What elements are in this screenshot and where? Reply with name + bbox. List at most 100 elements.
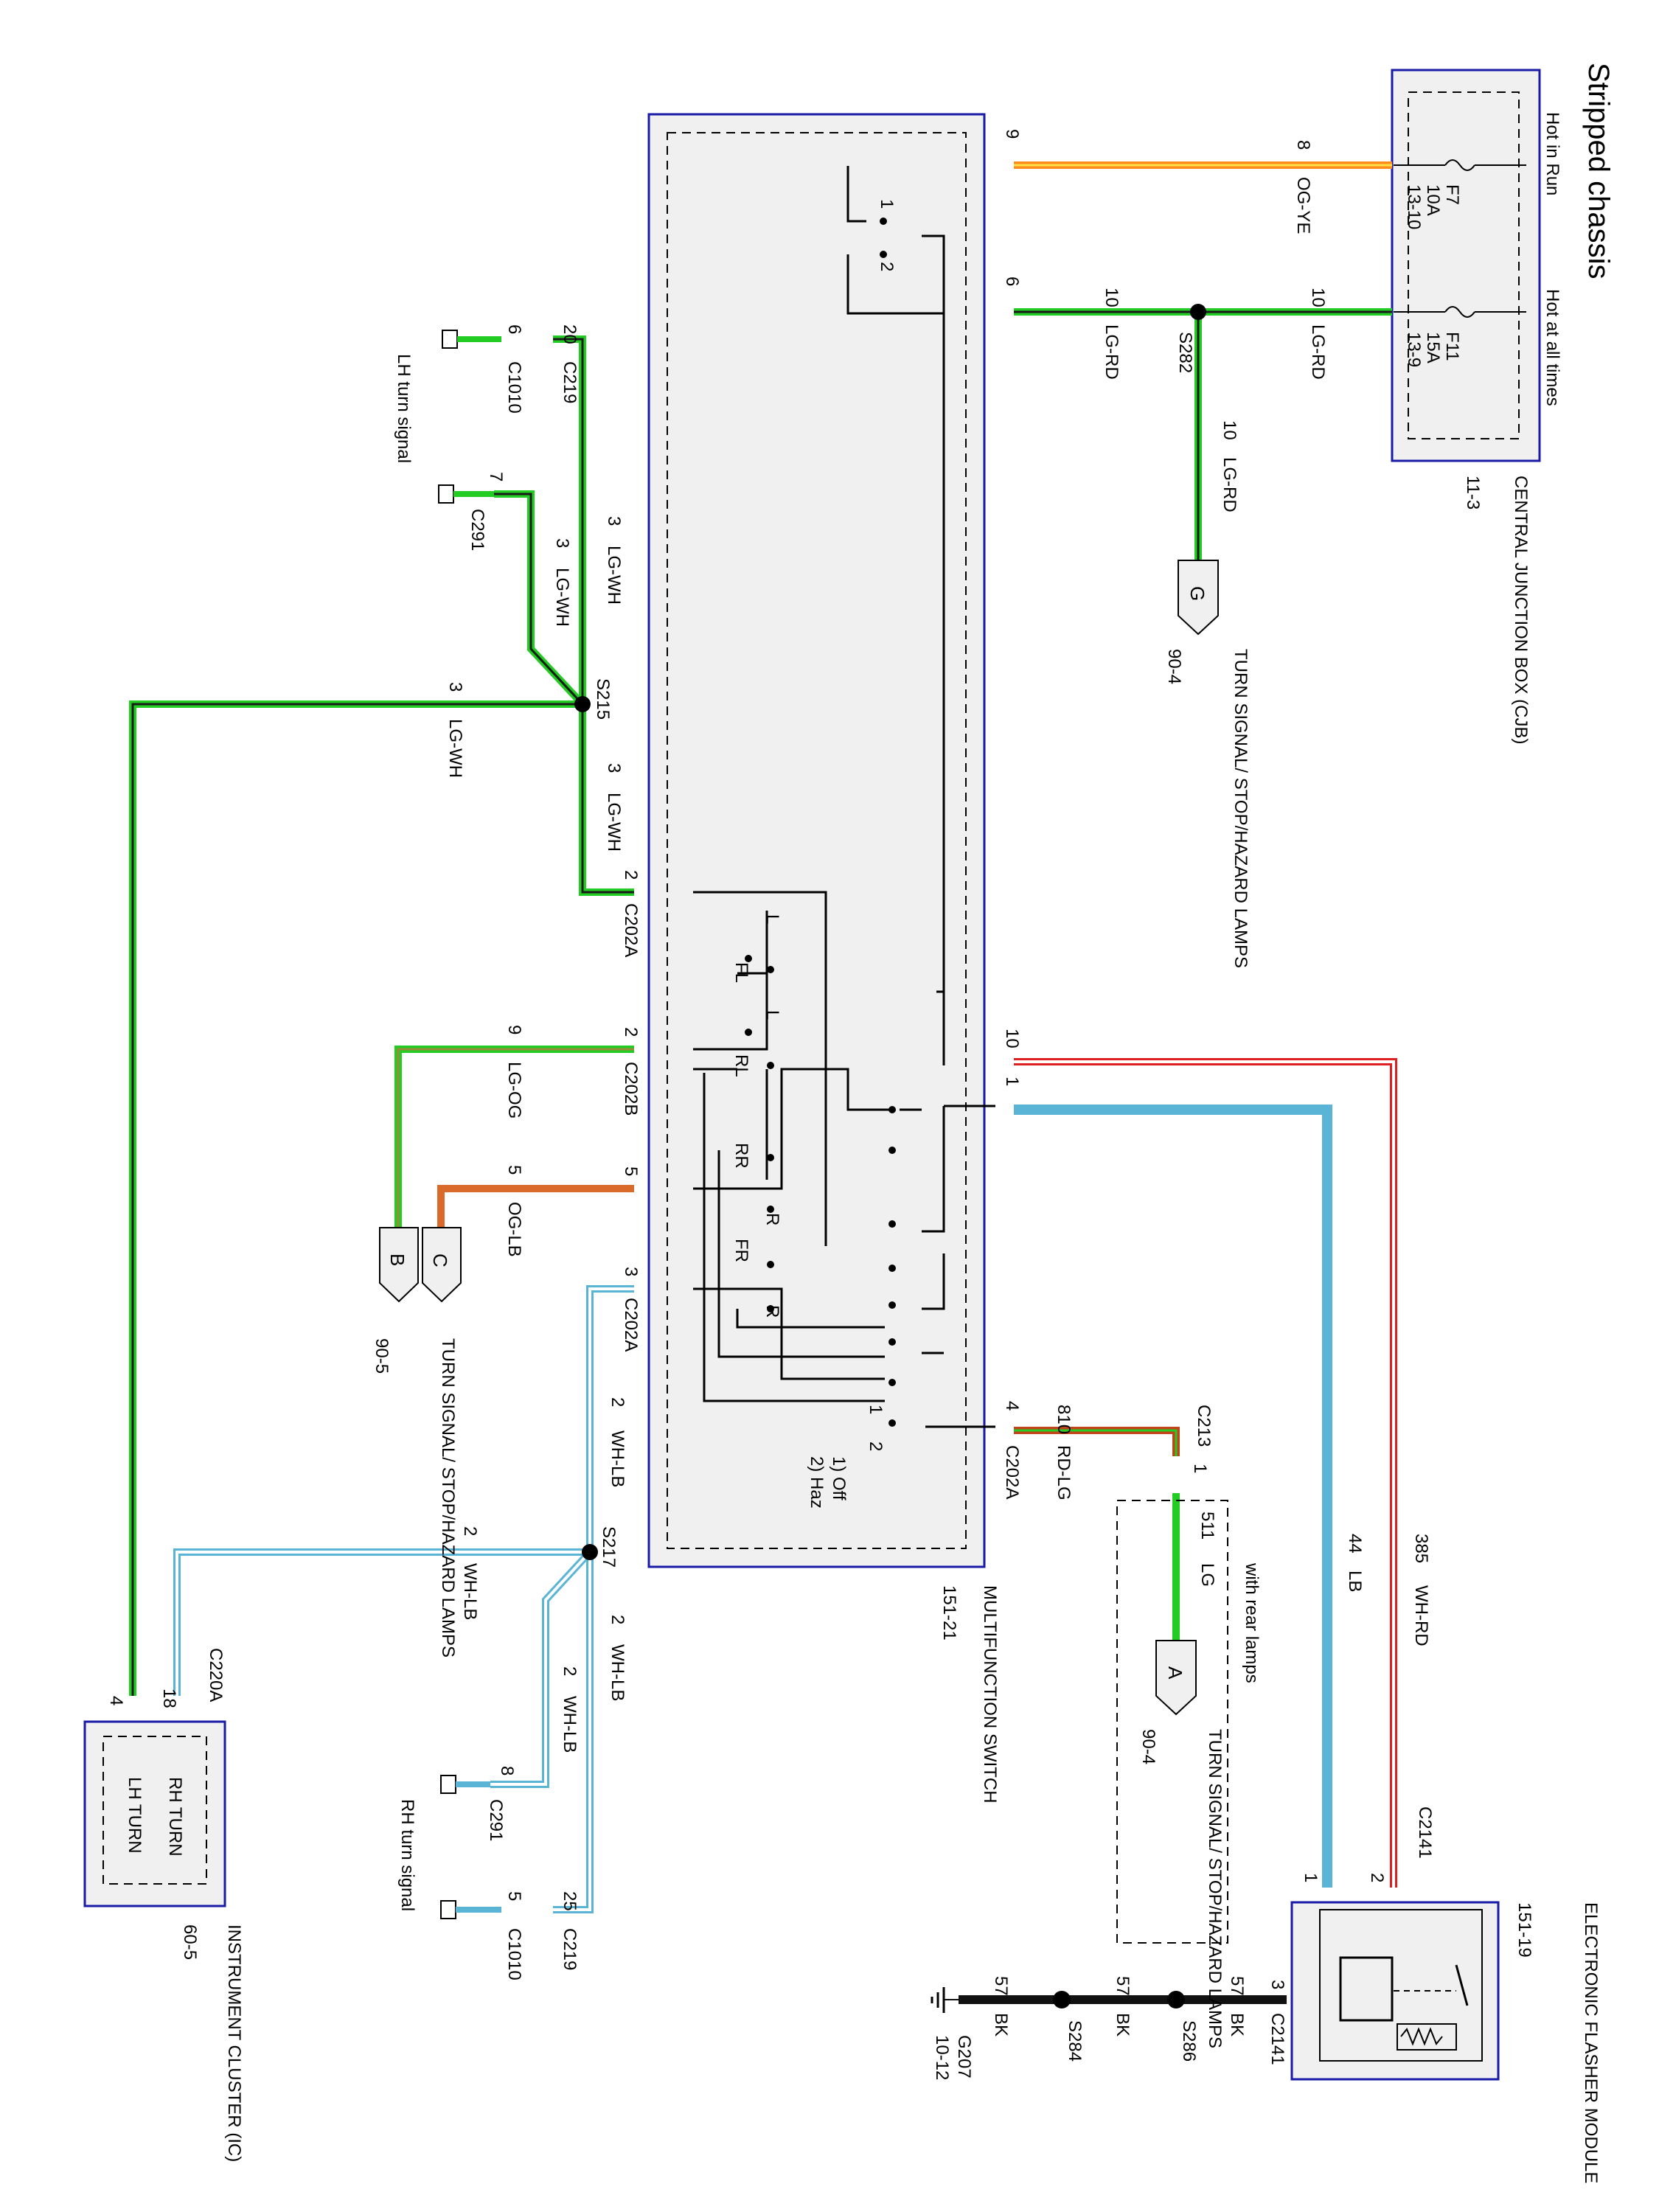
wire-og-lb: 5 OG-LB bbox=[437, 1165, 634, 1257]
switch-label-l2: L bbox=[762, 1010, 782, 1020]
lg-wh-c-circuit: 3 bbox=[445, 682, 465, 692]
c1010-top: C1010 bbox=[504, 361, 524, 414]
resistor-zigzag-icon bbox=[1400, 2027, 1443, 2046]
wh-rd-color: WH-RD bbox=[1411, 1585, 1431, 1646]
contact-top-1: 1 bbox=[877, 199, 897, 209]
resistor-icon bbox=[1397, 2023, 1457, 2051]
multifunction-switch: MULTIFUNCTION SWITCH 151-21 1) Off 2) Ha… bbox=[647, 113, 1000, 1804]
rh-turn-bottom-terminal-icon bbox=[440, 1900, 456, 1919]
rd-lg-circuit: 810 bbox=[1054, 1405, 1074, 1434]
wh-lb-c-color: WH-LB bbox=[608, 1644, 627, 1701]
pin-6: 6 bbox=[1002, 276, 1022, 286]
lb-color: LB bbox=[1345, 1571, 1365, 1592]
c213-pin: 1 bbox=[1190, 1464, 1210, 1473]
lamp-a-letter: A bbox=[1164, 1666, 1186, 1680]
lamp-ref-bc: B C TURN SIGNAL/ STOP/HAZARD LAMPS 90-5 bbox=[372, 1227, 462, 1658]
wire-lg-511: 511 LG with rear lamps bbox=[1116, 1493, 1262, 1944]
conn-c202a-top: C202A bbox=[621, 903, 641, 957]
instrument-cluster: RH TURN LH TURN INSTRUMENT CLUSTER (IC) … bbox=[83, 1720, 244, 2162]
lamp-ref-g: G TURN SIGNAL/ STOP/HAZARD LAMPS 90-4 bbox=[1164, 560, 1251, 968]
cluster-dashed-outline bbox=[102, 1736, 207, 1885]
lamp-a-name: TURN SIGNAL/ STOP/HAZARD LAMPS bbox=[1205, 1729, 1225, 2048]
c291-bot: C291 bbox=[486, 1799, 506, 1841]
lg-rd-a-circuit: 10 bbox=[1102, 288, 1121, 307]
switch-label-rl: RL bbox=[731, 1054, 751, 1077]
switch-label-l1: L bbox=[762, 914, 782, 924]
lg-og-circuit: 9 bbox=[504, 1025, 524, 1034]
pin-2b: 2 bbox=[621, 1027, 641, 1037]
lamp-bc-name: TURN SIGNAL/ STOP/HAZARD LAMPS bbox=[438, 1338, 458, 1658]
splice-s217: S217 bbox=[599, 1526, 619, 1568]
wh-lb-b-circuit: 2 bbox=[460, 1526, 480, 1536]
wire-wh-rd: 385 WH-RD bbox=[1014, 1058, 1431, 1888]
cluster-name: INSTRUMENT CLUSTER (IC) bbox=[224, 1924, 244, 2162]
mfs-outline bbox=[647, 113, 986, 1568]
switch-label-fl: FL bbox=[731, 962, 751, 983]
cjb-name-box bbox=[1261, 450, 1467, 509]
og-lb-circuit: 5 bbox=[504, 1165, 524, 1175]
c220a-pin18: 18 bbox=[159, 1688, 179, 1708]
splice-s215-dot bbox=[574, 696, 591, 712]
conn-c202a-right: C202A bbox=[1002, 1445, 1022, 1499]
f11-ref: 13-9 bbox=[1404, 332, 1424, 367]
c220a-pin4: 4 bbox=[106, 1696, 126, 1705]
fuse-f11-icon bbox=[1444, 306, 1475, 318]
lb-circuit: 44 bbox=[1345, 1534, 1365, 1554]
wire-lb: 44 LB bbox=[1014, 1105, 1365, 1888]
cjb-hot-all: Hot at all times bbox=[1543, 289, 1562, 406]
pin-5: 5 bbox=[621, 1166, 641, 1176]
bk-b-circuit: 57 bbox=[1113, 1976, 1133, 1996]
relay-coil-icon bbox=[1339, 1956, 1394, 2022]
c219-top: C219 bbox=[560, 361, 580, 403]
c2141-side: C2141 bbox=[1267, 2013, 1287, 2065]
cjb-hot-run: Hot in Run bbox=[1543, 112, 1562, 195]
c213: C213 bbox=[1194, 1405, 1214, 1447]
pin-1: 1 bbox=[1002, 1077, 1022, 1086]
lamp-g-flag-icon bbox=[1178, 560, 1219, 636]
c1010-top-pin: 6 bbox=[504, 324, 524, 334]
contact-bot-2: 2 bbox=[866, 1441, 886, 1451]
splice-s286: S286 bbox=[1179, 2020, 1199, 2062]
c2141-pin3: 3 bbox=[1267, 1980, 1287, 1989]
lamp-c-flag-icon bbox=[422, 1227, 462, 1303]
wire-bk: 57 BK 57 BK 57 BK S284 S286 G207 10-12 bbox=[931, 1976, 1287, 2080]
electronic-flasher-module: ELECTRONIC FLASHER MODULE 151-19 bbox=[1290, 1901, 1601, 2183]
f7-name: F7 bbox=[1442, 184, 1462, 205]
mfs-dashed-outline bbox=[667, 132, 967, 1549]
lg-rd-c-color: LG-RD bbox=[1220, 457, 1239, 512]
lg-511-circuit: 511 bbox=[1197, 1512, 1217, 1540]
wh-lb-a-color: WH-LB bbox=[608, 1430, 627, 1487]
f11-amp: 15A bbox=[1423, 332, 1443, 364]
rh-turn-signal: RH turn signal bbox=[397, 1799, 417, 1911]
lamp-a-ref: 90-4 bbox=[1138, 1729, 1158, 1764]
mfs-note2: 2) Haz bbox=[807, 1456, 827, 1509]
wh-rd-circuit: 385 bbox=[1411, 1534, 1431, 1563]
conn-c202a-bot: C202A bbox=[621, 1298, 641, 1352]
switch-label-r1: R bbox=[762, 1213, 782, 1225]
lamp-b-flag-icon bbox=[379, 1227, 419, 1303]
wire-wh-lb: S217 2 WH-LB 2 WH-LB 2 WH-LB 2 WH-LB bbox=[173, 1285, 634, 1913]
mfs-name: MULTIFUNCTION SWITCH bbox=[980, 1585, 1000, 1804]
splice-s215: S215 bbox=[593, 678, 613, 720]
c291-bot-pin: 8 bbox=[497, 1766, 517, 1775]
lamp-g-letter: G bbox=[1186, 586, 1208, 601]
lg-wh-d-color: LG-WH bbox=[604, 793, 624, 852]
cluster-lh: LH TURN bbox=[125, 1777, 145, 1854]
cluster-rh: RH TURN bbox=[165, 1777, 185, 1857]
c1010-bot-pin: 5 bbox=[504, 1891, 524, 1901]
wire-og-ye: 8 OG-YE bbox=[1014, 140, 1392, 234]
wire-lg-rd: 10 LG-RD 10 LG-RD 10 LG-RD S282 bbox=[1014, 288, 1392, 560]
c291-top: C291 bbox=[467, 509, 487, 551]
ground-ref: 10-12 bbox=[932, 2035, 952, 2080]
c219-top-pin: 20 bbox=[560, 324, 580, 344]
c220a: C220A bbox=[206, 1648, 226, 1702]
lg-rd-b-color: LG-RD bbox=[1308, 324, 1328, 380]
lg-rd-c-circuit: 10 bbox=[1220, 420, 1239, 440]
lamp-a-flag-icon bbox=[1155, 1640, 1197, 1716]
wh-lb-c-circuit: 2 bbox=[608, 1615, 627, 1624]
lh-turn-top-terminal-icon bbox=[442, 330, 458, 349]
pin-4: 4 bbox=[1002, 1401, 1022, 1411]
lg-wh-a-circuit: 3 bbox=[604, 516, 624, 526]
ground-name: G207 bbox=[954, 2035, 974, 2079]
